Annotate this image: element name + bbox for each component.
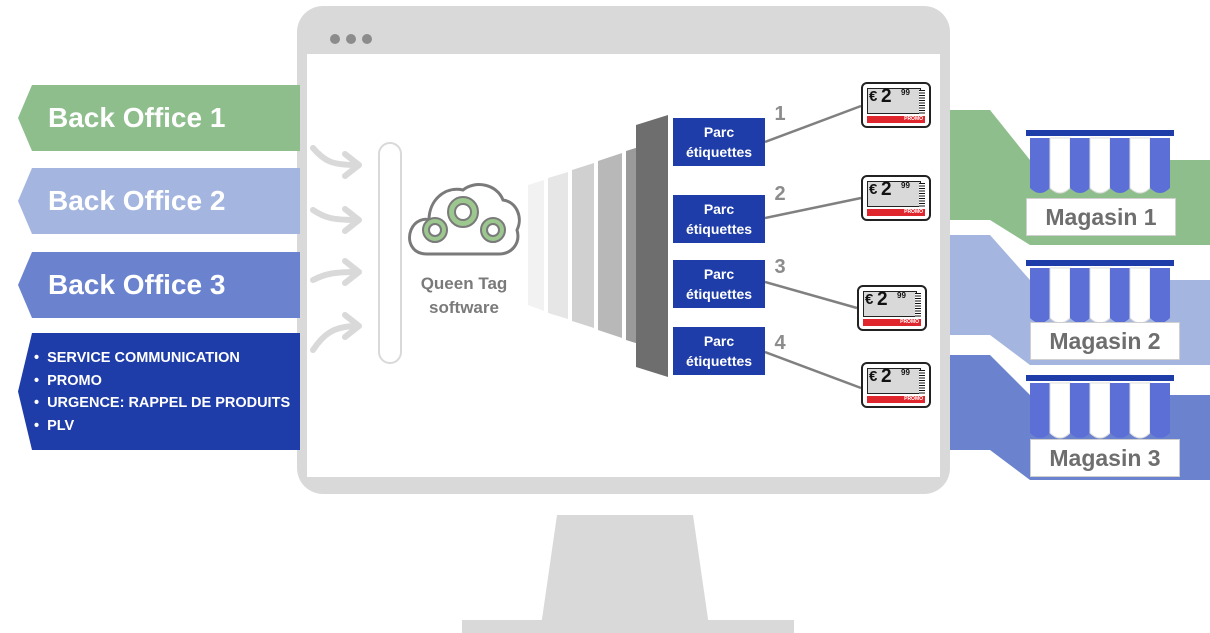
parc-etiquettes-1: Parc étiquettes bbox=[673, 118, 765, 166]
arrow-icon bbox=[310, 145, 362, 179]
software-input-bar bbox=[378, 142, 402, 364]
shop-3-label: Magasin 3 bbox=[1030, 439, 1180, 477]
tag-price: 2 bbox=[881, 86, 892, 107]
gear-icon bbox=[422, 217, 448, 243]
software-label-line2: software bbox=[429, 298, 499, 317]
tag-promo-badge: PROMO bbox=[863, 319, 921, 326]
parc-label-line1: Parc bbox=[703, 333, 735, 349]
price-tag: € 2 99 PROMO bbox=[861, 175, 931, 221]
software-label: Queen Tag software bbox=[404, 272, 524, 320]
tag-price: 2 bbox=[881, 366, 892, 387]
tag-currency: € bbox=[869, 368, 878, 385]
back-office-3-banner: Back Office 3 bbox=[18, 252, 300, 318]
arrow-icon bbox=[310, 258, 362, 286]
tag-cents: 99 bbox=[901, 368, 910, 377]
parc-etiquettes-4: Parc étiquettes bbox=[673, 327, 765, 375]
barcode-icon bbox=[919, 90, 925, 114]
gear-icon bbox=[447, 196, 479, 228]
shop-awning-icon bbox=[1026, 130, 1174, 194]
tag-cents: 99 bbox=[901, 88, 910, 97]
message-types-banner: SERVICE COMMUNICATION PROMO URGENCE: RAP… bbox=[18, 333, 300, 450]
window-dot bbox=[362, 34, 372, 44]
parc-label-line2: étiquettes bbox=[685, 353, 753, 369]
tag-currency: € bbox=[869, 181, 878, 198]
back-office-3-label: Back Office 3 bbox=[48, 269, 226, 300]
message-types-list: SERVICE COMMUNICATION PROMO URGENCE: RAP… bbox=[18, 333, 300, 437]
shop-awning-icon bbox=[1026, 375, 1174, 439]
shop-1-label: Magasin 1 bbox=[1026, 198, 1176, 236]
message-type-item: PLV bbox=[34, 415, 300, 438]
parc-number-3: 3 bbox=[774, 256, 786, 278]
tag-price: 2 bbox=[881, 179, 892, 200]
tag-promo-badge: PROMO bbox=[867, 116, 925, 123]
shop-2-label: Magasin 2 bbox=[1030, 322, 1180, 360]
parc-etiquettes-3: Parc étiquettes bbox=[673, 260, 765, 308]
back-office-1-banner: Back Office 1 bbox=[18, 85, 300, 151]
tag-price: 2 bbox=[877, 289, 888, 310]
software-label-line1: Queen Tag bbox=[420, 274, 508, 293]
gear-icon bbox=[480, 217, 506, 243]
price-tag: € 2 99 PROMO bbox=[861, 362, 931, 408]
back-office-2-label: Back Office 2 bbox=[48, 185, 226, 216]
shop-awning-icon bbox=[1026, 260, 1174, 324]
barcode-icon bbox=[915, 293, 921, 317]
distribution-bars bbox=[528, 115, 668, 377]
barcode-icon bbox=[919, 183, 925, 207]
parc-etiquettes-2: Parc étiquettes bbox=[673, 195, 765, 243]
window-dot bbox=[330, 34, 340, 44]
monitor-stand-base bbox=[462, 620, 794, 633]
tag-cents: 99 bbox=[897, 291, 906, 300]
message-type-item: URGENCE: RAPPEL DE PRODUITS bbox=[34, 392, 300, 415]
message-type-item: SERVICE COMMUNICATION bbox=[34, 347, 300, 370]
cloud-gears-icon bbox=[408, 183, 521, 256]
message-type-item: PROMO bbox=[34, 370, 300, 393]
tag-currency: € bbox=[865, 291, 874, 308]
tag-promo-badge: PROMO bbox=[867, 396, 925, 403]
monitor-screen bbox=[307, 54, 940, 477]
tag-cents: 99 bbox=[901, 181, 910, 190]
parc-number-4: 4 bbox=[774, 332, 786, 354]
parc-label-line1: Parc bbox=[703, 201, 735, 217]
price-tag: € 2 99 PROMO bbox=[861, 82, 931, 128]
connection-lines bbox=[765, 104, 862, 390]
parc-number-1: 1 bbox=[774, 103, 786, 125]
parc-label-line1: Parc bbox=[703, 124, 735, 140]
tag-currency: € bbox=[869, 88, 878, 105]
barcode-icon bbox=[919, 370, 925, 394]
window-dot bbox=[346, 34, 356, 44]
back-office-1-label: Back Office 1 bbox=[48, 102, 226, 133]
parc-label-line2: étiquettes bbox=[685, 286, 753, 302]
parc-number-2: 2 bbox=[774, 183, 786, 205]
parc-label-line2: étiquettes bbox=[685, 144, 753, 160]
input-arrows bbox=[310, 145, 362, 353]
tag-promo-badge: PROMO bbox=[867, 209, 925, 216]
price-tag: € 2 99 PROMO bbox=[857, 285, 927, 331]
arrow-icon bbox=[310, 312, 362, 353]
monitor-stand-neck bbox=[540, 515, 710, 633]
parc-label-line2: étiquettes bbox=[685, 221, 753, 237]
back-office-2-banner: Back Office 2 bbox=[18, 168, 300, 234]
arrow-icon bbox=[310, 206, 362, 234]
parc-label-line1: Parc bbox=[703, 266, 735, 282]
